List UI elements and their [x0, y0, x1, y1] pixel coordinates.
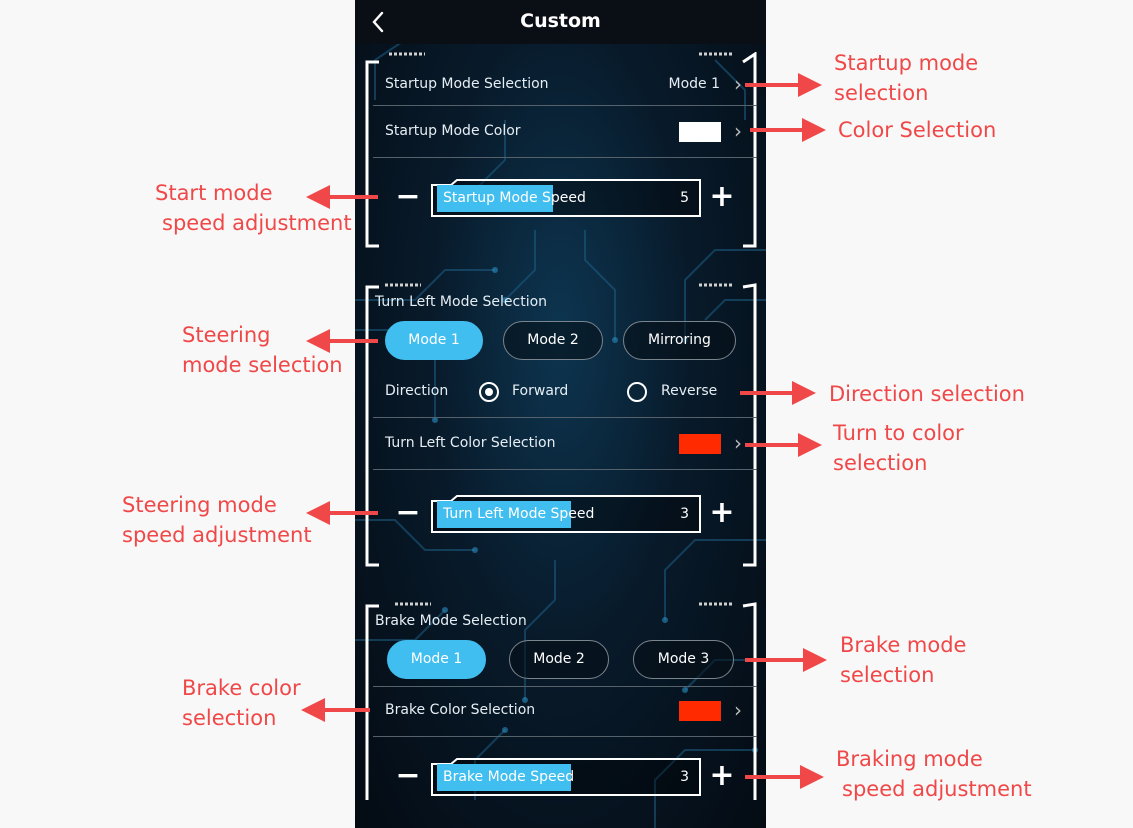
direction-row: Direction	[385, 369, 746, 415]
chevron-right-icon: ›	[734, 431, 742, 455]
annotation-brake-mode: Brake mode selection	[840, 630, 966, 690]
turn-left-speed-label: Turn Left Mode Speed	[443, 506, 595, 522]
forward-label: Forward	[512, 383, 569, 399]
annotation-brake-speed: Braking mode speed adjustment	[836, 744, 1032, 804]
annotation-brake-color: Brake color selection	[182, 673, 301, 733]
annotation-startup-mode: Startup mode selection	[834, 48, 978, 108]
nav-bar: Custom	[355, 0, 766, 44]
annotation-turn-color: Turn to color selection	[833, 418, 964, 478]
forward-radio[interactable]	[479, 382, 499, 402]
annotation-line: selection	[833, 451, 928, 475]
turn-left-title: Turn Left Mode Selection	[375, 294, 548, 310]
reverse-radio[interactable]	[627, 382, 647, 402]
direction-label: Direction	[385, 383, 449, 399]
annotation-line: speed adjustment	[122, 523, 312, 547]
startup-color-row[interactable]: Startup Mode Color ›	[385, 109, 746, 155]
turn-left-speed-control: − Turn Left Mode Speed 3 +	[395, 492, 735, 536]
turn-left-mode-1-button[interactable]: Mode 1	[385, 321, 483, 360]
brake-speed-label: Brake Mode Speed	[443, 769, 575, 785]
divider	[373, 469, 757, 470]
annotation-line: Brake color	[182, 676, 301, 700]
brake-mode-1-button[interactable]: Mode 1	[387, 640, 486, 679]
annotation-line: Startup mode	[834, 51, 979, 75]
divider	[373, 686, 757, 687]
turn-left-panel: Turn Left Mode Selection Mode 1 Mode 2 M…	[365, 283, 757, 568]
startup-mode-label: Startup Mode Selection	[385, 76, 549, 92]
annotation-line: speed adjustment	[842, 777, 1032, 801]
brake-color-swatch[interactable]	[679, 701, 721, 721]
minus-icon[interactable]: −	[395, 179, 421, 214]
brake-speed-fill	[437, 764, 571, 791]
chevron-left-icon	[372, 11, 384, 33]
brake-speed-value: 3	[680, 769, 689, 785]
startup-color-swatch[interactable]	[679, 122, 721, 142]
annotation-line: Brake mode	[840, 633, 967, 657]
chevron-right-icon: ›	[734, 698, 742, 722]
annotation-line: Steering	[182, 323, 271, 347]
annotation-line: Braking mode	[836, 747, 983, 771]
annotation-line: Steering mode	[122, 493, 277, 517]
phone-screen: Custom Startup Mode Selection Mode 1 › S…	[355, 0, 766, 828]
annotation-steering-speed: Steering mode speed adjustment	[122, 490, 312, 550]
turn-left-mode-2-button[interactable]: Mode 2	[503, 321, 603, 360]
annotation-line: selection	[840, 663, 935, 687]
brake-mode-3-button[interactable]: Mode 3	[633, 640, 734, 679]
minus-icon[interactable]: −	[395, 495, 421, 530]
chevron-right-icon: ›	[734, 72, 742, 96]
turn-left-speed-fill	[437, 501, 571, 528]
brake-speed-bar[interactable]: Brake Mode Speed 3	[431, 758, 701, 796]
annotation-steering-mode: Steering mode selection	[182, 320, 343, 380]
startup-speed-value: 5	[680, 190, 689, 206]
annotation-color-selection: Color Selection	[838, 115, 996, 145]
startup-speed-control: − Startup Mode Speed 5 +	[395, 176, 735, 220]
brake-speed-control: − Brake Mode Speed 3 +	[395, 755, 735, 799]
startup-panel: Startup Mode Selection Mode 1 › Startup …	[365, 52, 757, 248]
annotation-line: mode selection	[182, 353, 343, 377]
annotation-line: Start mode	[155, 181, 273, 205]
turn-left-speed-bar[interactable]: Turn Left Mode Speed 3	[431, 495, 701, 533]
annotation-direction: Direction selection	[829, 379, 1025, 409]
turn-left-mirroring-button[interactable]: Mirroring	[623, 321, 736, 360]
startup-mode-value: Mode 1	[668, 76, 720, 92]
startup-speed-fill	[437, 185, 553, 212]
divider	[373, 157, 757, 158]
annotation-start-speed: Start mode speed adjustment	[155, 178, 352, 238]
annotation-line: Direction selection	[829, 382, 1025, 406]
turn-left-color-row[interactable]: Turn Left Color Selection ›	[385, 421, 746, 467]
annotation-line: selection	[182, 706, 277, 730]
annotation-line: selection	[834, 81, 929, 105]
startup-color-label: Startup Mode Color	[385, 123, 521, 139]
minus-icon[interactable]: −	[395, 758, 421, 793]
page-title: Custom	[520, 10, 601, 32]
annotation-line: speed adjustment	[162, 211, 352, 235]
turn-left-color-swatch[interactable]	[679, 434, 721, 454]
annotation-line: Color Selection	[838, 118, 997, 142]
startup-speed-bar[interactable]: Startup Mode Speed 5	[431, 179, 701, 217]
plus-icon[interactable]: +	[709, 758, 735, 793]
startup-speed-label: Startup Mode Speed	[443, 190, 586, 206]
turn-left-color-label: Turn Left Color Selection	[385, 435, 556, 451]
divider	[373, 105, 757, 106]
chevron-right-icon: ›	[734, 119, 742, 143]
brake-color-label: Brake Color Selection	[385, 702, 536, 718]
brake-color-row[interactable]: Brake Color Selection ›	[385, 688, 746, 734]
divider	[373, 736, 757, 737]
divider	[373, 417, 757, 418]
back-button[interactable]	[367, 9, 391, 35]
plus-icon[interactable]: +	[709, 179, 735, 214]
plus-icon[interactable]: +	[709, 495, 735, 530]
annotation-line: Turn to color	[833, 421, 964, 445]
brake-title: Brake Mode Selection	[375, 613, 527, 629]
turn-left-speed-value: 3	[680, 506, 689, 522]
brake-mode-2-button[interactable]: Mode 2	[509, 640, 609, 679]
brake-panel: Brake Mode Selection Mode 1 Mode 2 Mode …	[365, 602, 757, 802]
reverse-label: Reverse	[661, 383, 718, 399]
startup-mode-row[interactable]: Startup Mode Selection Mode 1 ›	[385, 62, 746, 108]
